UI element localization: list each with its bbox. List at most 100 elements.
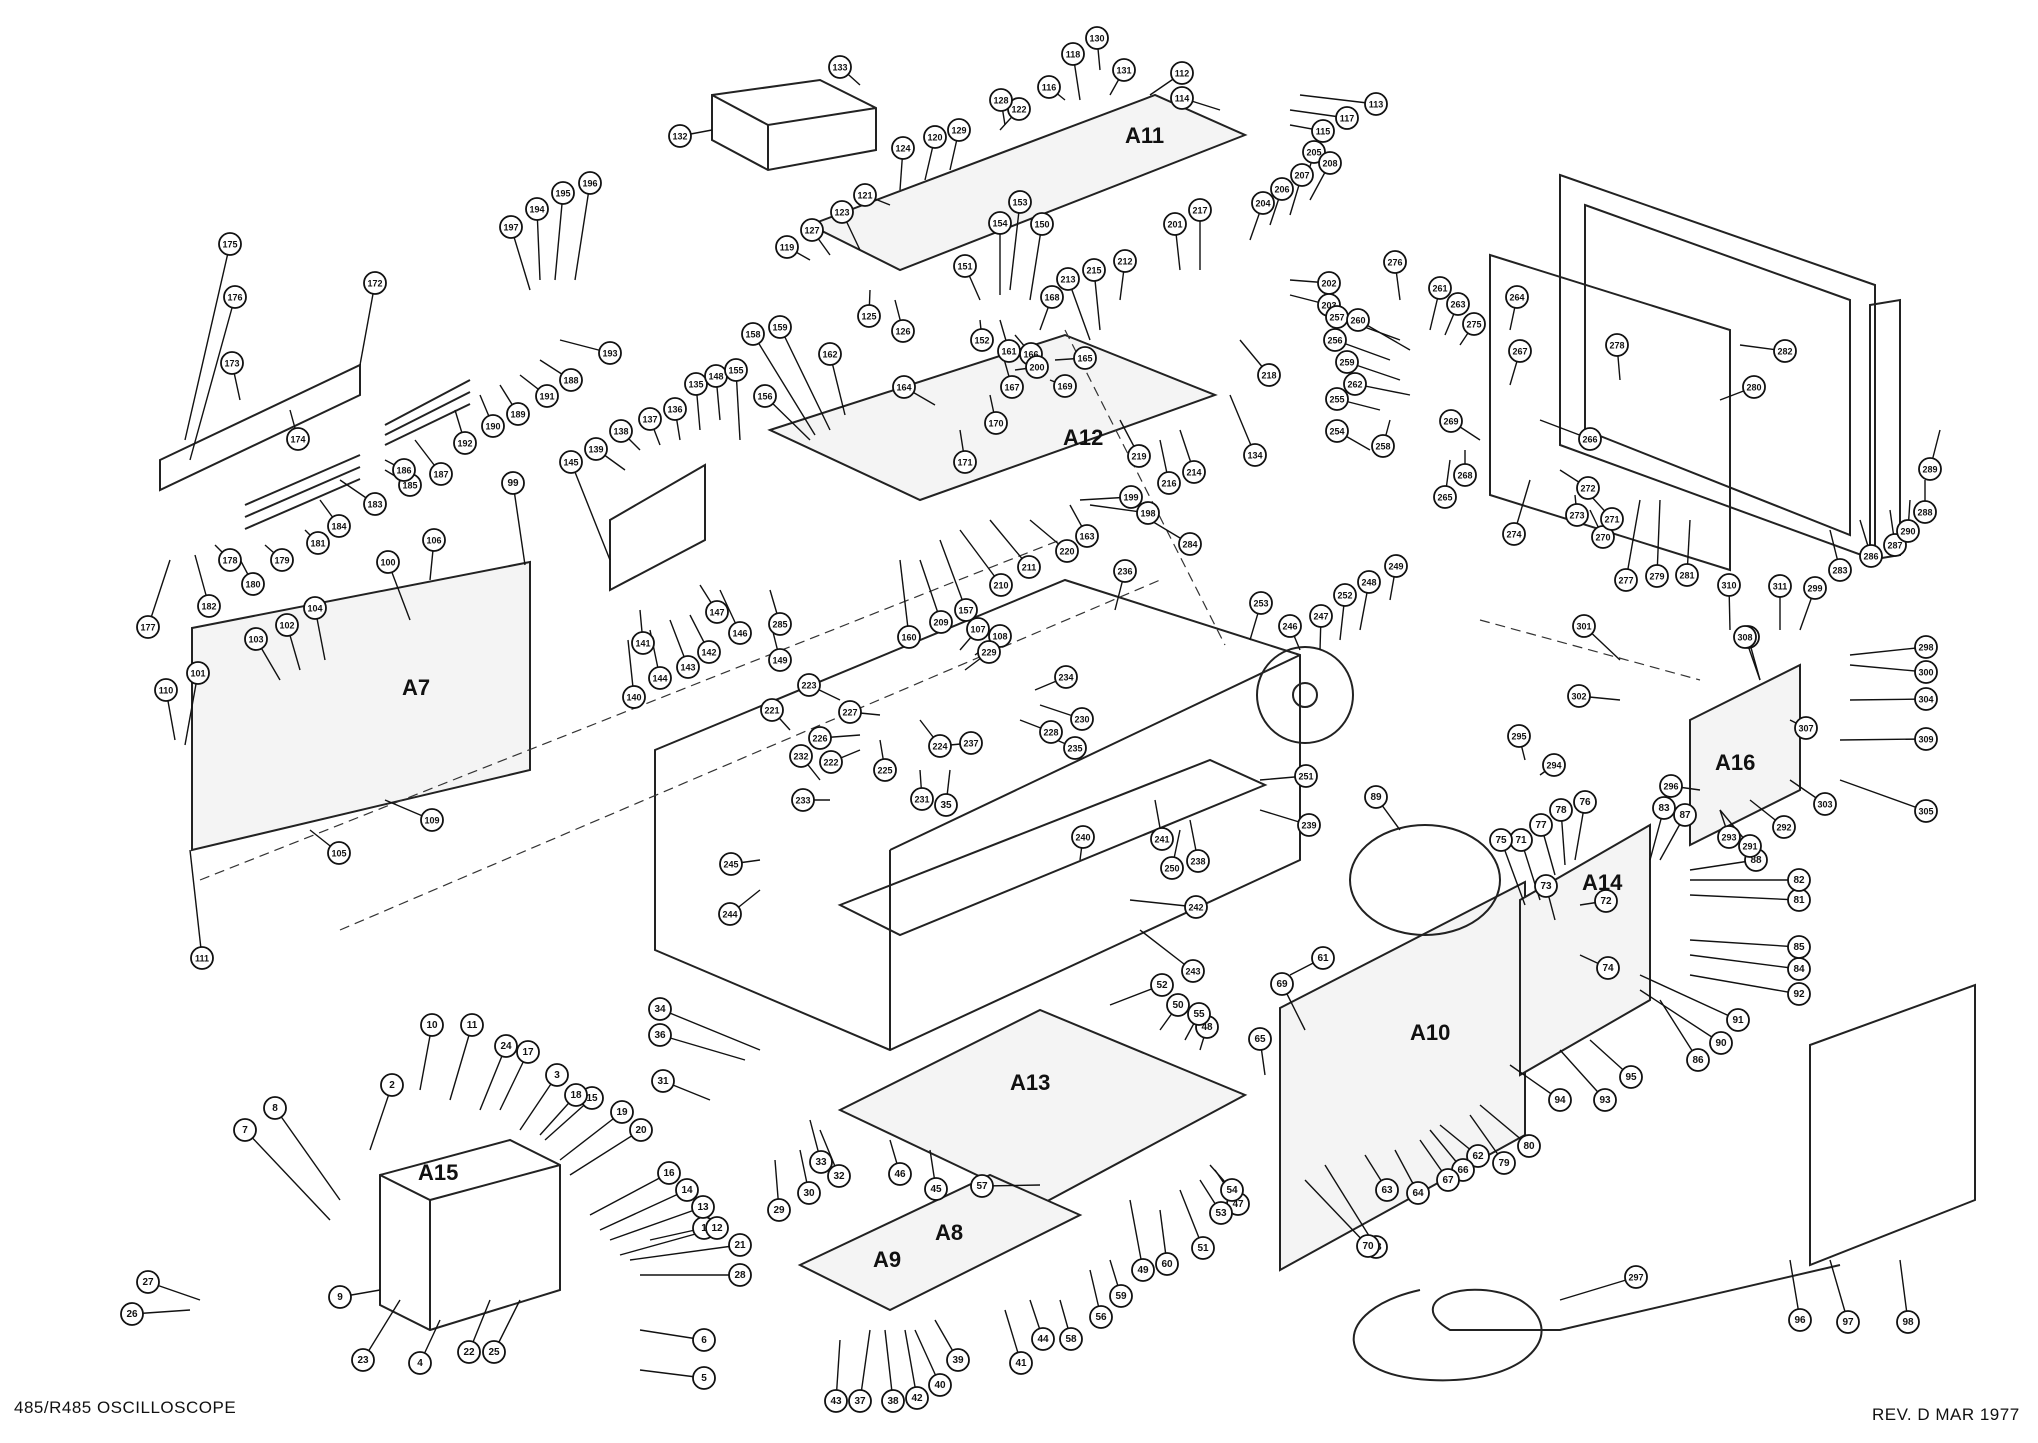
callout-number: 21 [734, 1240, 746, 1251]
callout-75: 75 [1489, 828, 1513, 852]
callout-104: 104 [303, 596, 327, 620]
callout-101: 101 [186, 661, 210, 685]
callout-bubble [1017, 555, 1041, 579]
callout-number: 16 [663, 1168, 675, 1179]
callout-37: 37 [848, 1389, 872, 1413]
callout-bubble [220, 351, 244, 375]
callout-bubble [808, 726, 832, 750]
callout-number: 170 [988, 419, 1003, 429]
callout-215: 215 [1082, 258, 1106, 282]
callout-bubble [1243, 443, 1267, 467]
callout-178: 178 [218, 548, 242, 572]
callout-number: 144 [652, 674, 667, 684]
callout-number: 52 [1156, 980, 1168, 991]
assembly-label-a13: A13 [1010, 1070, 1050, 1095]
callout-84: 84 [1787, 957, 1811, 981]
callout-bubble [275, 613, 299, 637]
callout-number: 220 [1059, 547, 1074, 557]
callout-158: 158 [741, 322, 765, 346]
callout-bubble [1794, 716, 1818, 740]
callout-bubble [697, 640, 721, 664]
callout-number: 138 [613, 427, 628, 437]
callout-bubble [684, 372, 708, 396]
callout-number: 168 [1044, 293, 1059, 303]
callout-number: 178 [222, 556, 237, 566]
callout-number: 213 [1060, 275, 1075, 285]
callout-number: 37 [854, 1396, 866, 1407]
callout-bubble [1505, 285, 1529, 309]
callout-bubble [545, 1063, 569, 1087]
callout-bubble [768, 315, 792, 339]
callout-196: 196 [578, 171, 602, 195]
callout-number: 209 [933, 618, 948, 628]
callout-number: 63 [1381, 1185, 1393, 1196]
callout-bubble [218, 548, 242, 572]
callout-number: 308 [1737, 633, 1752, 643]
callout-number: 26 [126, 1309, 138, 1320]
callout-number: 61 [1317, 953, 1329, 964]
callout-225: 225 [873, 758, 897, 782]
callout-number: 211 [1022, 563, 1037, 573]
callout-number: 163 [1079, 532, 1094, 542]
callout-73: 73 [1534, 874, 1558, 898]
callout-233: 233 [791, 788, 815, 812]
callout-bubble [1742, 375, 1766, 399]
callout-199: 199 [1119, 485, 1143, 509]
callout-bubble [1054, 665, 1078, 689]
callout-bubble [1040, 285, 1064, 309]
callout-number: 265 [1437, 493, 1452, 503]
callout-number: 151 [957, 262, 972, 272]
callout-173: 173 [220, 351, 244, 375]
callout-number: 275 [1466, 320, 1481, 330]
callout-number: 79 [1498, 1158, 1510, 1169]
callout-77: 77 [1529, 813, 1553, 837]
callout-134: 134 [1243, 443, 1267, 467]
callout-bubble [1502, 522, 1526, 546]
callout-bubble [1249, 591, 1273, 615]
callout-bubble [1297, 813, 1321, 837]
leader-line-90 [1639, 989, 1722, 1044]
callout-number: 94 [1554, 1095, 1566, 1106]
callout-238: 238 [1186, 849, 1210, 873]
callout-number: 304 [1918, 695, 1933, 705]
leader-line-304 [1849, 698, 1927, 701]
diagram-title: 485/R485 OSCILLOSCOPE [14, 1398, 237, 1417]
callout-number: 201 [1167, 220, 1182, 230]
callout-number: 299 [1807, 584, 1822, 594]
board-a13 [837, 1008, 1248, 1207]
callout-bubble [303, 596, 327, 620]
callout-number: 293 [1721, 833, 1736, 843]
callout-number: 244 [722, 910, 737, 920]
callout-bubble [1270, 177, 1294, 201]
callout-268: 268 [1453, 463, 1477, 487]
callout-137: 137 [638, 407, 662, 431]
callout-number: 131 [1116, 66, 1131, 76]
callout-bubble [1251, 191, 1275, 215]
callout-bubble [1914, 635, 1938, 659]
callout-bubble [1548, 1088, 1572, 1112]
attenuator-bracket-right [609, 463, 706, 592]
callout-number: 242 [1188, 903, 1203, 913]
callout-bubble [1127, 444, 1151, 468]
callout-bubble [1163, 212, 1187, 236]
callout-bubble [422, 528, 446, 552]
callout-bubble [1918, 457, 1942, 481]
callout-bubble [1772, 815, 1796, 839]
callout-214: 214 [1182, 460, 1206, 484]
callout-bubble [1073, 346, 1097, 370]
callout-number: 191 [539, 392, 554, 402]
callout-number: 232 [793, 752, 808, 762]
leader-line-68 [1324, 1164, 1377, 1248]
callout-bubble [838, 700, 862, 724]
callout-number: 246 [1282, 622, 1297, 632]
callout-bubble [1507, 724, 1531, 748]
leader-line-298 [1849, 646, 1927, 656]
callout-number: 22 [463, 1347, 475, 1358]
callout-bubble [286, 427, 310, 451]
callout-number: 239 [1301, 821, 1316, 831]
leader-line-101 [184, 672, 199, 746]
callout-bubble [1717, 825, 1741, 849]
callout-bubble [638, 407, 662, 431]
callout-number: 149 [772, 656, 787, 666]
